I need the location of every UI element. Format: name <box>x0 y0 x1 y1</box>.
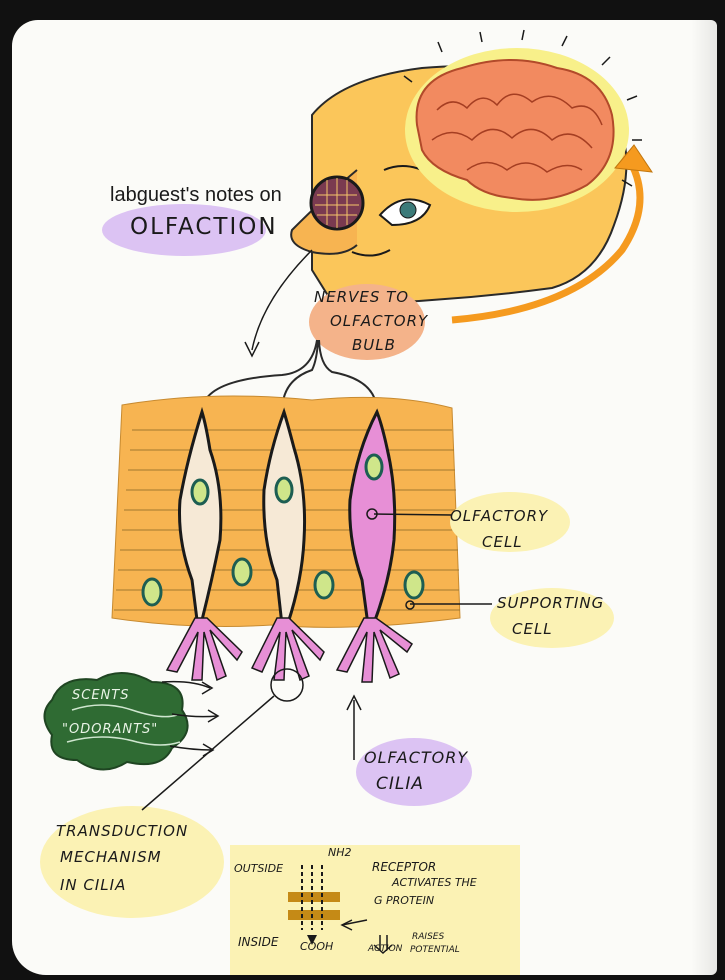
cilia-label-line-2: CILIA <box>376 774 424 794</box>
olfactory-cell-label-line-2: CELL <box>482 533 523 551</box>
nerves-label-line-1: NERVES TO <box>314 288 409 306</box>
mechanism-receptor-line-1: RECEPTOR <box>372 860 436 874</box>
supporting-cell-nucleus <box>233 559 251 585</box>
mechanism-inside: INSIDE <box>238 935 279 949</box>
olfactory-cell-label-line-1: OLFACTORY <box>450 507 548 525</box>
supporting-cell-label-line-1: SUPPORTING <box>497 594 604 612</box>
olfactory-epithelium <box>112 396 460 630</box>
transduction-label-line-3: IN CILIA <box>60 876 126 894</box>
scents-label-line-2: "ODORANTS" <box>62 722 158 737</box>
mechanism-receptor-line-3: G PROTEIN <box>374 894 434 907</box>
nerves-label-line-2: OLFACTORY <box>330 312 428 330</box>
membrane-layer-top <box>288 892 340 902</box>
supporting-cell-nucleus <box>315 572 333 598</box>
mechanism-outside: OUTSIDE <box>234 862 283 875</box>
scents-label-line-1: SCENTS <box>72 688 129 703</box>
transduction-label-line-2: MECHANISM <box>60 848 162 866</box>
eye-iris <box>400 202 416 218</box>
olfactory-cell-pointer <box>374 514 452 515</box>
supporting-cell-label-line-2: CELL <box>512 620 553 638</box>
mechanism-raises: RAISES <box>412 932 444 942</box>
mechanism-nh2: NH2 <box>328 846 352 859</box>
mechanism-cooh: COOH <box>300 940 333 953</box>
supporting-cell-nucleus <box>143 579 161 605</box>
title-line-1: labguest's notes on <box>110 184 282 207</box>
nerves-label-line-3: BULB <box>352 336 396 354</box>
mechanism-potential: POTENTIAL <box>410 945 460 955</box>
cell-nucleus <box>276 478 292 502</box>
title-line-2: OLFACTION <box>130 214 278 240</box>
notebook-page: labguest's notes on OLFACTION NERVES TO … <box>12 20 717 975</box>
supporting-cell-nucleus <box>405 572 423 598</box>
membrane-layer-bottom <box>288 910 340 920</box>
cell-nucleus <box>192 480 208 504</box>
nose-to-nerves-arrow <box>252 250 312 350</box>
cilia-detail-circle <box>271 669 303 701</box>
mechanism-receptor-line-2: ACTIVATES THE <box>392 876 477 889</box>
transduction-label-line-1: TRANSDUCTION <box>56 822 188 840</box>
mechanism-action: ACTION <box>368 944 402 954</box>
olfactory-cilia <box>167 618 412 682</box>
cell-nucleus <box>366 455 382 479</box>
cilia-label-line-1: OLFACTORY <box>364 748 468 767</box>
